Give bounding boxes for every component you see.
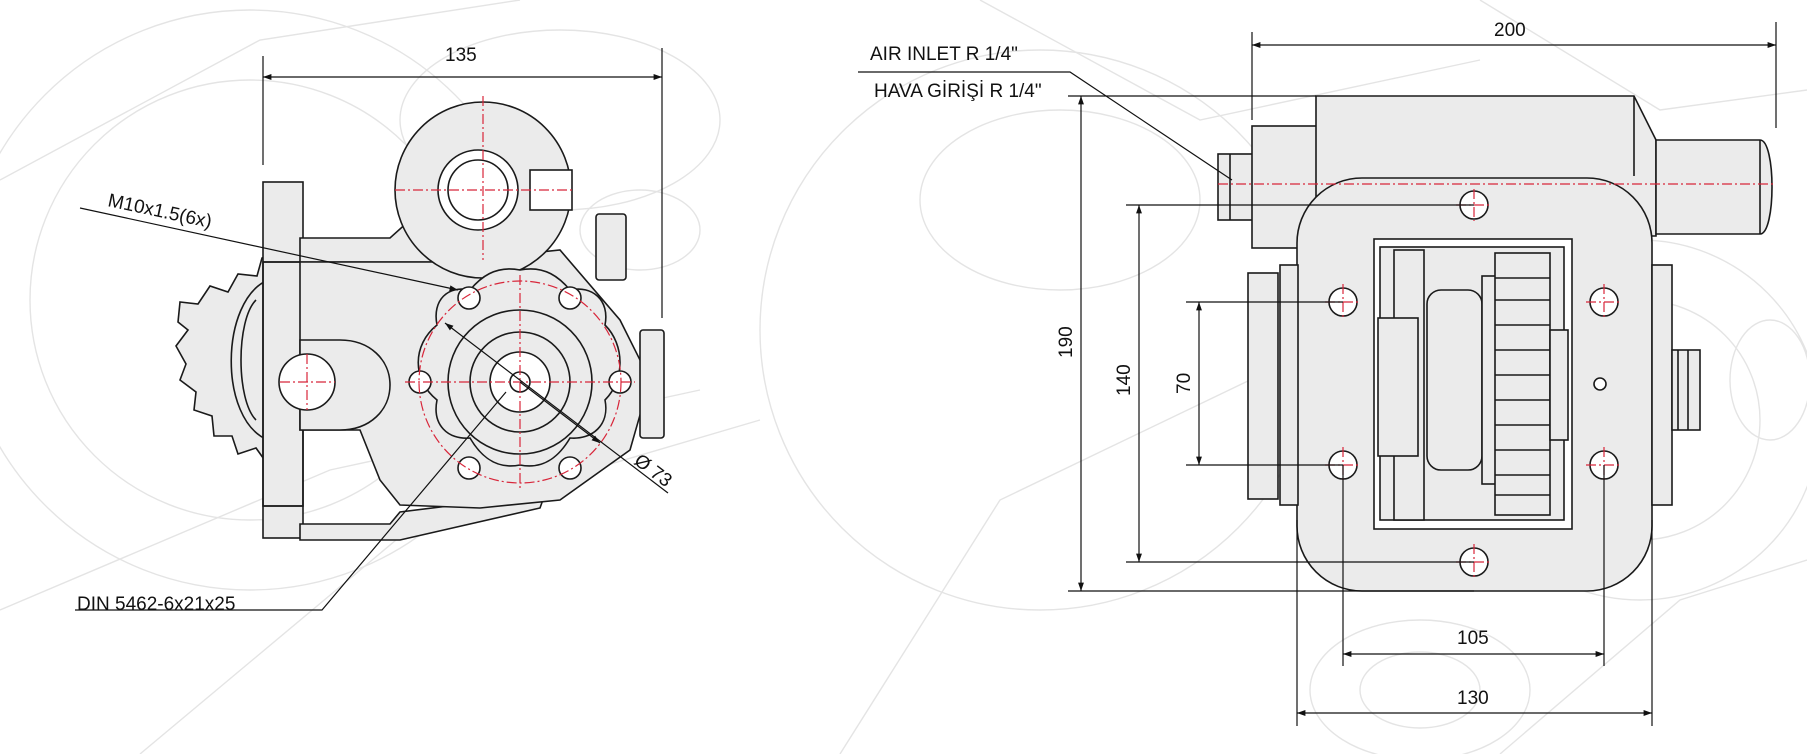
bolt-circle-label: Ø 73 (630, 450, 676, 492)
pto-gear (175, 250, 281, 464)
output-shaft (1671, 349, 1701, 431)
dim-140-label: 140 (1114, 364, 1135, 396)
dim-130-label: 130 (1457, 688, 1489, 709)
side-view (75, 48, 669, 611)
air-inlet-fitting (1217, 153, 1255, 221)
dim-190-label: 190 (1056, 326, 1077, 358)
spline-note-label: DIN 5462-6x21x25 (77, 594, 235, 615)
dim-105-label: 105 (1457, 628, 1489, 649)
front-view (858, 22, 1777, 726)
dim-200-label: 200 (1494, 20, 1526, 41)
dim-70-label: 70 (1174, 373, 1195, 394)
air-inlet-label-tr: HAVA GİRİŞİ R 1/4" (874, 81, 1042, 102)
air-inlet-label-en: AIR INLET R 1/4" (870, 44, 1018, 65)
dim-135-label: 135 (445, 45, 477, 66)
thread-note-label: M10x1.5(6x) (106, 190, 214, 232)
